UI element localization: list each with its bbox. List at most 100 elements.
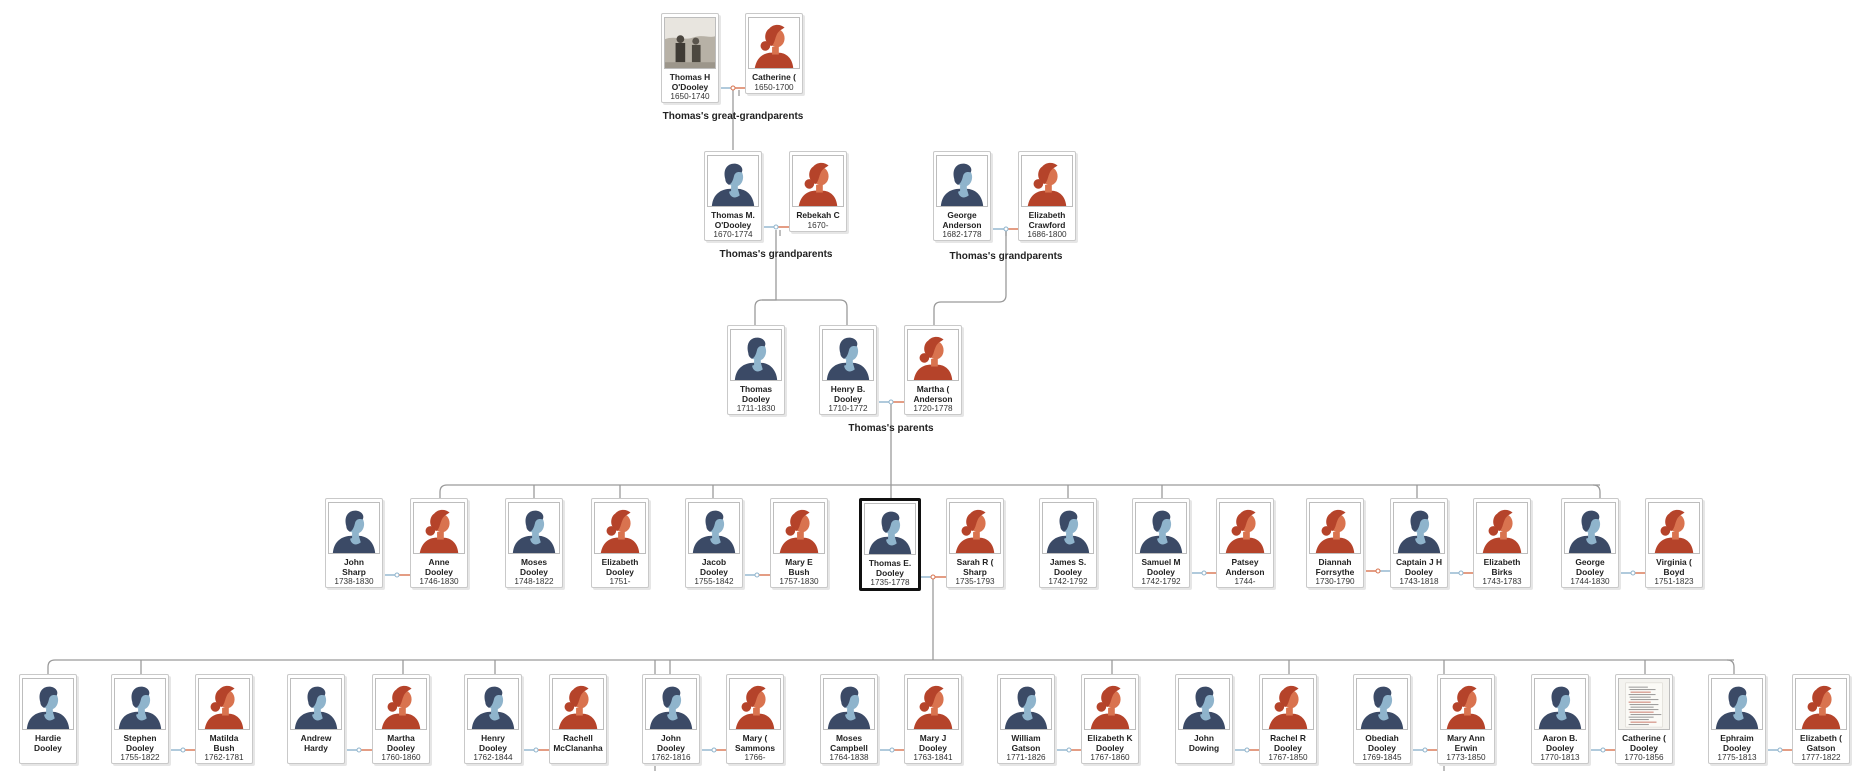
old-photograph-icon	[665, 18, 715, 68]
person-lifespan: 1710-1772	[828, 404, 868, 413]
person-name-line: Samuel M	[1141, 557, 1181, 567]
person-name-line: Crawford	[1028, 219, 1066, 230]
male-avatar-icon	[26, 686, 70, 729]
female-avatar-icon	[798, 162, 838, 206]
person-name-line: Anne	[428, 557, 450, 567]
person-card-catherine[interactable]: Catherine (1650-1700	[745, 13, 803, 94]
person-name-line: Mary E	[785, 557, 813, 567]
person-photo	[748, 17, 800, 69]
person-name-line: Dooley	[834, 393, 862, 404]
person-name-line: Anderson	[1225, 566, 1265, 577]
person-name-line: Dooley	[1630, 742, 1658, 753]
person-photo	[864, 503, 916, 555]
person-name-line: Hardie	[34, 733, 62, 743]
person-name-line: John	[343, 557, 364, 567]
person-lifespan: 1682-1778	[942, 230, 982, 239]
person-name-line: Ephraim	[1720, 733, 1754, 743]
person-name-line: Diannah	[1318, 557, 1352, 567]
person-photo	[1219, 502, 1271, 554]
person-name-line: Catherine (	[1622, 733, 1666, 743]
person-lifespan: 1762-1844	[473, 753, 513, 762]
person-photo	[1084, 678, 1136, 730]
male-avatar-icon	[1182, 686, 1226, 729]
person-photo	[822, 329, 874, 381]
person-name-line: Catherine (	[752, 72, 796, 82]
male-avatar-icon	[868, 511, 912, 554]
person-name-line: Dooley	[126, 742, 154, 753]
person-lifespan: 1770-1856	[1624, 753, 1664, 762]
person-photo	[1440, 678, 1492, 730]
person-name-line: Matilda	[209, 733, 239, 743]
person-name-line: Dooley	[520, 566, 548, 577]
person-name-line: Aaron B.	[1542, 733, 1578, 743]
female-avatar-icon	[204, 685, 244, 729]
person-photo	[413, 502, 465, 554]
person-photo	[508, 502, 560, 554]
person-photo	[664, 17, 716, 69]
female-avatar-icon	[1268, 685, 1308, 729]
male-avatar-icon	[649, 686, 693, 729]
person-name-line: Anderson	[913, 393, 953, 404]
person-lifespan: 1686-1800	[1027, 230, 1067, 239]
person-photo	[467, 678, 519, 730]
person-name-line: Forrsythe	[1315, 566, 1355, 577]
person-photo	[1262, 678, 1314, 730]
person-lifespan: 1743-1783	[1482, 577, 1522, 586]
person-photo	[707, 155, 759, 207]
person-name-line: Thomas M.	[711, 210, 755, 220]
person-name-line: Dooley	[387, 742, 415, 753]
person-lifespan: 1742-1792	[1048, 577, 1088, 586]
person-lifespan: 1720-1778	[913, 404, 953, 413]
person-lifespan: 1650-1740	[670, 92, 710, 101]
male-avatar-icon	[940, 163, 984, 206]
female-avatar-icon	[1801, 685, 1841, 729]
paternal-grandparents-label: Thomas's grandparents	[719, 249, 833, 260]
person-name-line: Virginia (	[1656, 557, 1692, 567]
